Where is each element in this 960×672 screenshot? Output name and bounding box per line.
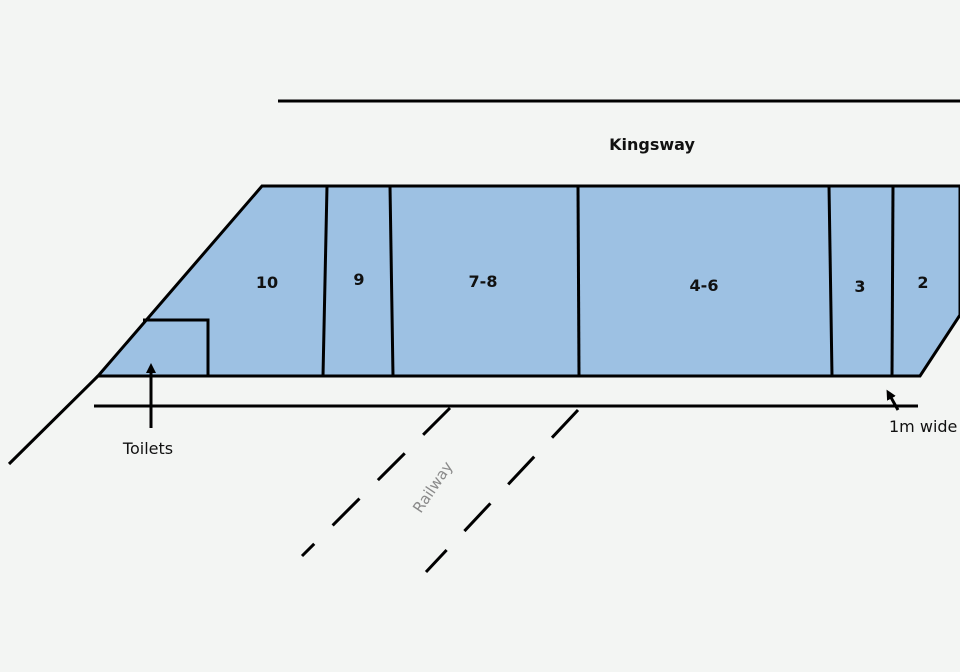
toilets-block: [143, 318, 210, 376]
passage-width-label: 1m wide: [889, 417, 957, 436]
railway-track-left: [300, 406, 452, 558]
railway-track-right: [424, 408, 580, 574]
unit-label-2: 2: [917, 273, 928, 292]
toilets-label: Toilets: [122, 439, 173, 458]
unit-divider: [576, 185, 581, 377]
unit-divider: [321, 185, 329, 377]
railway-label: Railway: [409, 458, 456, 516]
road-label: Kingsway: [609, 135, 695, 154]
arrow-up-left-icon: [886, 389, 900, 411]
unit-label-3: 3: [854, 277, 865, 296]
unit-divider: [388, 185, 395, 377]
unit-label-9: 9: [353, 270, 364, 289]
unit-label-7-8: 7-8: [469, 272, 498, 291]
unit-label-10: 10: [256, 273, 278, 292]
unit-divider: [827, 185, 834, 377]
unit-divider: [890, 185, 895, 377]
building-footprint: [94, 184, 960, 378]
unit-label-4-6: 4-6: [690, 276, 719, 295]
left-diagonal-boundary: [7, 374, 100, 466]
